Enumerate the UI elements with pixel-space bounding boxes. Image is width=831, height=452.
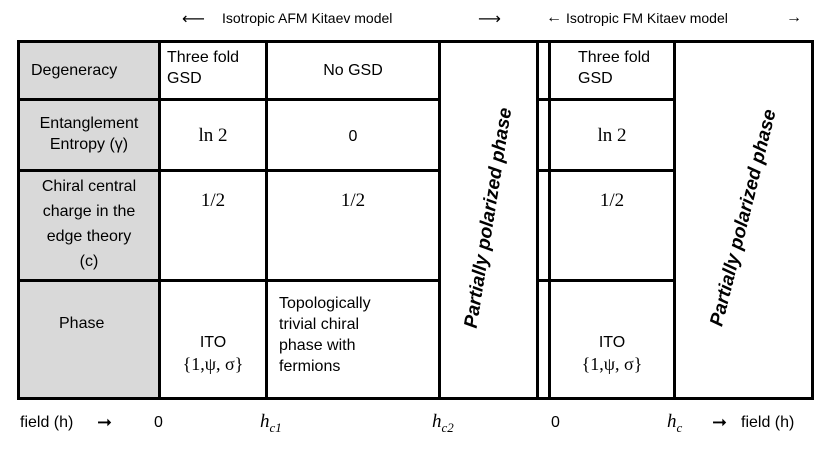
label-phase: Phase: [59, 315, 105, 332]
axis-hc1: hc1: [260, 411, 282, 435]
afm-low-charge: 1/2: [200, 190, 226, 211]
afm-low-phase-set: {1,ψ, σ}: [182, 354, 244, 374]
col-divider-3: [438, 40, 441, 400]
axis-right-arrow: ➞: [712, 412, 728, 432]
axis-right-label: field (h): [741, 414, 795, 431]
axis-zero-fm: 0: [551, 414, 560, 431]
table-bottom-border: [17, 397, 814, 400]
afm-mid-charge: 1/2: [340, 190, 366, 211]
col-divider-1: [158, 40, 161, 400]
afm-left-arrow: ⟵: [182, 11, 205, 28]
fm-low-entropy: ln 2: [597, 125, 627, 146]
row-line-1-afm: [17, 98, 441, 101]
label-entropy: Entanglement Entropy (γ): [39, 115, 139, 153]
row-line-3-fm: [548, 279, 676, 282]
fm-left-arrow: ←: [546, 9, 562, 26]
table-top-border: [17, 40, 814, 43]
fm-low-phase-name: ITO: [598, 334, 626, 351]
fm-right-arrow: →: [786, 9, 802, 26]
row-line-2-gap: [536, 169, 551, 172]
row-line-2-fm: [548, 169, 676, 172]
axis-left-label: field (h): [20, 414, 74, 431]
fm-low-degeneracy: Three fold GSD: [578, 49, 651, 87]
row-line-3-gap: [536, 279, 551, 282]
table-right-border: [811, 40, 814, 400]
afm-right-arrow: ⟶: [478, 11, 501, 28]
axis-zero-afm: 0: [154, 414, 163, 431]
afm-model-label: Isotropic AFM Kitaev model: [222, 10, 393, 26]
phase-table: Degeneracy Three fold GSD No GSD Three f…: [17, 40, 814, 400]
label-charge: Chiral central charge in the edge theory…: [41, 178, 137, 270]
row-line-1-gap: [536, 98, 551, 101]
axis-hc: hc: [667, 411, 683, 435]
header-cell-entropy: [17, 100, 160, 171]
fm-low-charge: 1/2: [599, 190, 625, 211]
header-cell-charge: [17, 171, 160, 281]
fm-model-label: Isotropic FM Kitaev model: [566, 10, 728, 26]
afm-mid-degeneracy: No GSD: [323, 62, 383, 79]
row-line-3-afm: [17, 279, 441, 282]
afm-polarized-label: Partially polarized phase: [460, 106, 517, 330]
afm-low-entropy: ln 2: [198, 125, 228, 146]
table-left-border: [17, 40, 20, 400]
header-cell-degeneracy: [17, 40, 160, 100]
fm-start-line: [548, 40, 551, 400]
axis-hc2: hc2: [432, 411, 454, 435]
col-divider-2: [265, 40, 268, 400]
fm-polarized-label: Partially polarized phase: [706, 107, 781, 329]
fm-low-phase-set: {1,ψ, σ}: [581, 354, 643, 374]
afm-end-line: [536, 40, 539, 400]
axis-left-arrow: ➞: [97, 412, 113, 432]
row-line-2-afm: [17, 169, 441, 172]
row-line-1-fm: [548, 98, 676, 101]
col-divider-fm: [673, 40, 676, 400]
afm-low-degeneracy: Three fold GSD: [167, 49, 240, 87]
afm-mid-phase: Topologically trivial chiral phase with …: [279, 295, 371, 375]
label-degeneracy: Degeneracy: [31, 62, 118, 79]
header-cell-phase: [17, 281, 160, 400]
afm-mid-entropy: 0: [348, 128, 358, 145]
afm-low-phase-name: ITO: [199, 334, 227, 351]
